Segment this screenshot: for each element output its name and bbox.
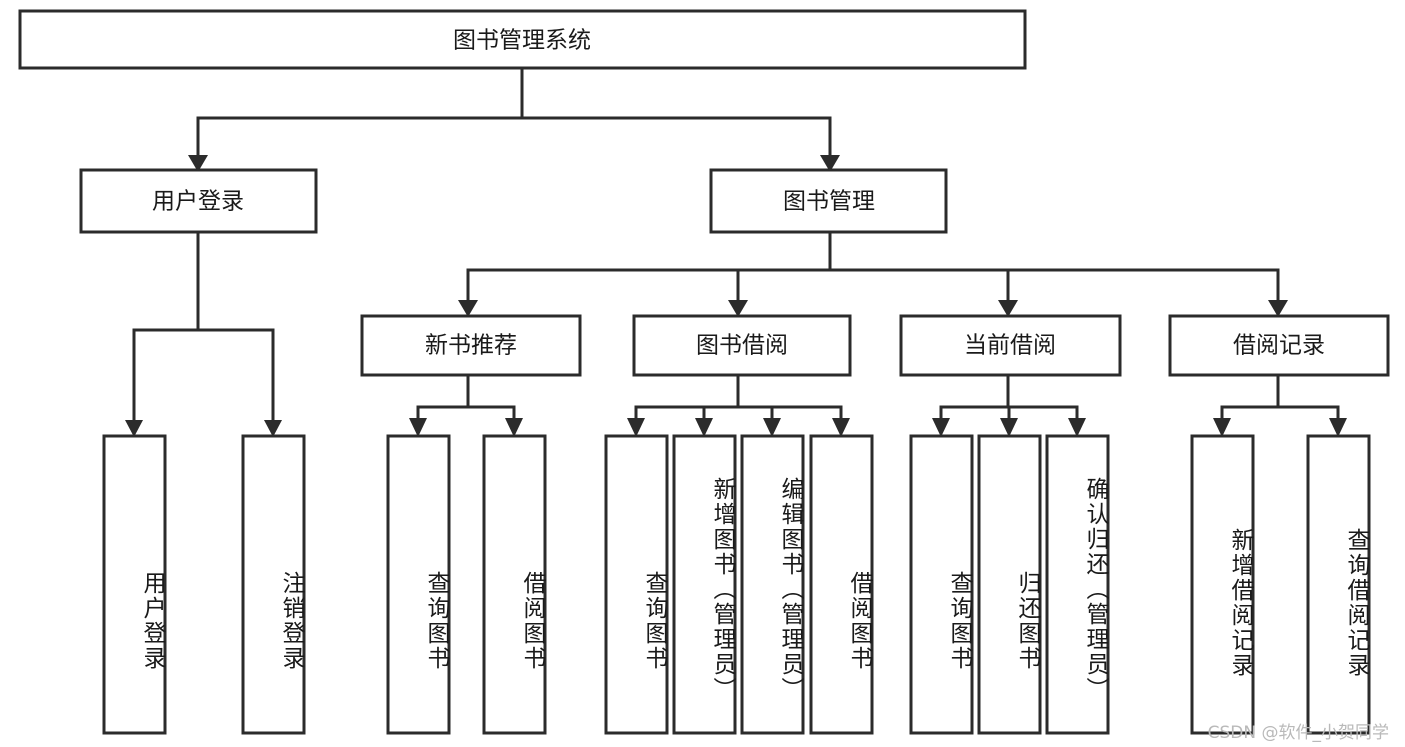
node-leaf-query-book-2-box[interactable] bbox=[604, 434, 669, 735]
arrow-bb-to-leaf-add-book bbox=[695, 418, 713, 437]
node-user-login[interactable]: 用户登录 bbox=[79, 168, 318, 234]
arrow-bb-to-leaf-query-book-2 bbox=[627, 418, 645, 437]
node-leaf-borrow-book-1-box[interactable] bbox=[482, 434, 547, 735]
node-leaf-add-book-box[interactable] bbox=[672, 434, 737, 735]
arrow-cb-to-leaf-confirm-return bbox=[1068, 418, 1086, 437]
node-borrow-record[interactable]: 借阅记录 bbox=[1168, 314, 1390, 377]
node-user-login-box[interactable] bbox=[79, 168, 318, 234]
node-leaf-user-login-box[interactable] bbox=[102, 434, 167, 735]
arrow-br-to-leaf-add-record bbox=[1213, 418, 1231, 437]
node-current-borrow-label: 当前借阅 bbox=[964, 333, 1056, 359]
arrow-ul-to-leaf-user-login bbox=[125, 420, 143, 437]
node-leaf-query-book-1-box[interactable] bbox=[386, 434, 451, 735]
node-leaf-query-record-box[interactable] bbox=[1306, 434, 1371, 735]
arrow-root-to-user-login bbox=[188, 155, 208, 172]
arrow-ul-to-leaf-user-logout bbox=[264, 420, 282, 437]
node-root-label: 图书管理系统 bbox=[453, 28, 591, 54]
arrow-nbr-to-leaf-query-book-1 bbox=[409, 418, 427, 437]
node-leaf-add-record-box[interactable] bbox=[1190, 434, 1255, 735]
arrow-bm-to-current-borrow bbox=[998, 300, 1018, 317]
node-leaf-borrow-book-2-box[interactable] bbox=[809, 434, 874, 735]
connector-group-root bbox=[188, 66, 840, 172]
arrow-cb-to-leaf-query-book-3 bbox=[932, 418, 950, 437]
node-current-borrow[interactable]: 当前借阅 bbox=[899, 314, 1122, 377]
connector-group-new-book-recommend bbox=[409, 373, 523, 437]
arrow-bb-to-leaf-borrow-book-2 bbox=[832, 418, 850, 437]
connector-group-current-borrow bbox=[932, 373, 1086, 437]
node-borrow-record-label: 借阅记录 bbox=[1233, 333, 1325, 359]
arrow-bb-to-leaf-edit-book bbox=[763, 418, 781, 437]
node-book-manage-box[interactable] bbox=[709, 168, 948, 234]
node-book-manage[interactable]: 图书管理 bbox=[709, 168, 948, 234]
arrow-root-to-book-manage bbox=[820, 155, 840, 172]
node-new-book-recommend[interactable]: 新书推荐 bbox=[360, 314, 582, 377]
connector-group-book-borrow bbox=[627, 373, 850, 437]
connector-group-user-login bbox=[125, 230, 282, 437]
node-leaf-user-logout-box[interactable] bbox=[241, 434, 306, 735]
arrow-br-to-leaf-query-record bbox=[1329, 418, 1347, 437]
node-user-login-label: 用户登录 bbox=[152, 189, 244, 215]
node-book-manage-label: 图书管理 bbox=[783, 189, 875, 215]
arrow-bm-to-new-book-recommend bbox=[458, 300, 478, 317]
node-new-book-recommend-label: 新书推荐 bbox=[425, 333, 517, 359]
watermark-text: CSDN @软件_小贺同学 bbox=[1207, 723, 1389, 743]
connector-group-book-manage bbox=[458, 230, 1288, 317]
node-book-borrow[interactable]: 图书借阅 bbox=[632, 314, 852, 377]
node-current-borrow-box[interactable] bbox=[899, 314, 1122, 377]
arrow-cb-to-leaf-return-book bbox=[1000, 418, 1018, 437]
arrow-nbr-to-leaf-borrow-book-1 bbox=[505, 418, 523, 437]
node-leaf-confirm-return-box[interactable] bbox=[1045, 434, 1110, 735]
node-leaf-return-book-box[interactable] bbox=[977, 434, 1042, 735]
node-root[interactable]: 图书管理系统 bbox=[18, 9, 1027, 70]
node-root-box[interactable] bbox=[18, 9, 1027, 70]
connector-group-borrow-record bbox=[1213, 373, 1347, 437]
node-borrow-record-box[interactable] bbox=[1168, 314, 1390, 377]
arrow-bm-to-book-borrow bbox=[728, 300, 748, 317]
node-leaf-query-book-3-box[interactable] bbox=[909, 434, 974, 735]
node-leaf-edit-book-box[interactable] bbox=[740, 434, 805, 735]
node-book-borrow-label: 图书借阅 bbox=[696, 333, 788, 359]
leaf-boxes bbox=[102, 434, 1371, 735]
arrow-bm-to-borrow-record bbox=[1268, 300, 1288, 317]
node-book-borrow-box[interactable] bbox=[632, 314, 852, 377]
node-new-book-recommend-box[interactable] bbox=[360, 314, 582, 377]
